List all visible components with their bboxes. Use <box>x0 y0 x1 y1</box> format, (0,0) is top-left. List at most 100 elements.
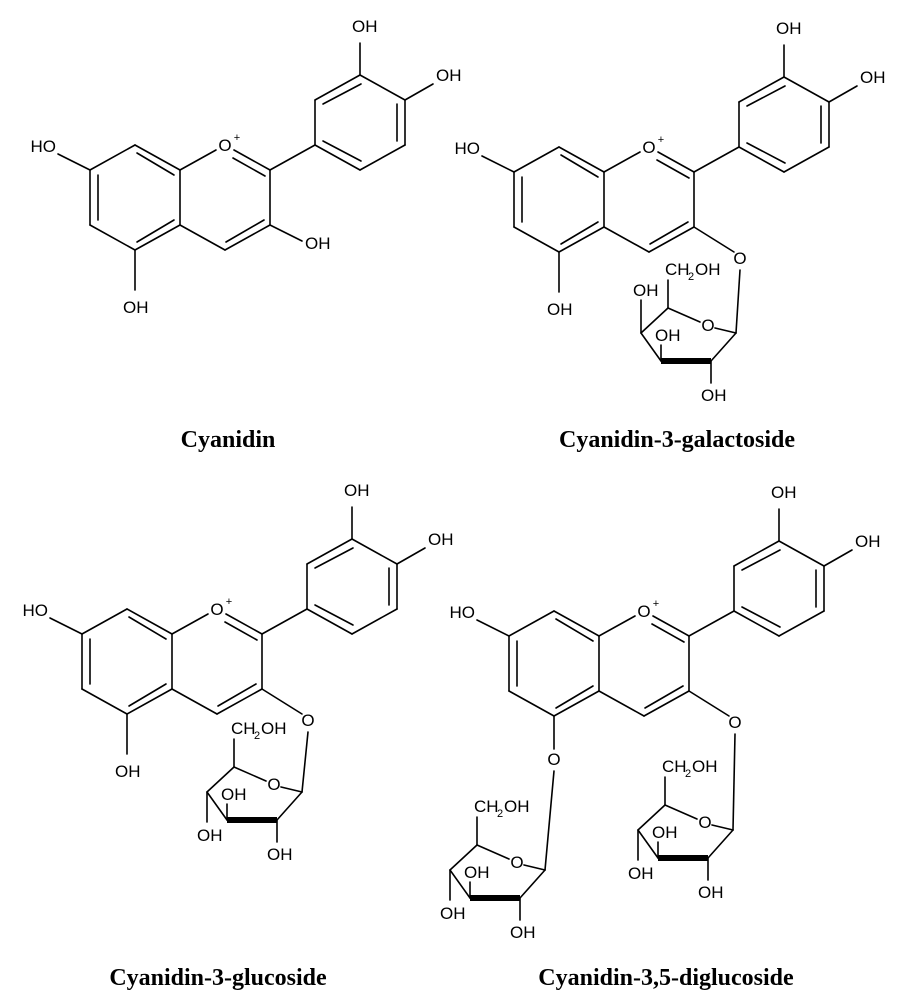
bond <box>134 224 181 251</box>
cation-charge: + <box>658 134 664 146</box>
ch2oh-hydroxyl: OH <box>261 719 287 738</box>
bond <box>351 608 398 635</box>
ch2oh-subscript: 2 <box>254 730 260 742</box>
ch2oh-subscript: 2 <box>688 271 694 283</box>
bond <box>261 608 308 635</box>
bond <box>233 149 271 171</box>
bond <box>206 766 235 793</box>
bond <box>783 146 830 173</box>
ch2oh-subscript: 2 <box>685 768 691 780</box>
bond <box>269 224 303 242</box>
hydroxyl-c2: OH <box>510 923 536 942</box>
bond <box>224 621 258 641</box>
bond <box>640 332 662 362</box>
bond <box>598 690 645 717</box>
ring-oxygen: O <box>642 138 655 157</box>
bond <box>136 219 175 243</box>
bond <box>643 690 690 717</box>
bond <box>651 623 685 643</box>
bond <box>128 683 167 707</box>
bond <box>778 540 825 567</box>
bond <box>544 770 555 871</box>
hydroxyl-4prime: OH <box>436 66 462 85</box>
hydroxyl-4prime: OH <box>860 68 886 87</box>
bond <box>128 616 167 640</box>
bond <box>598 615 636 637</box>
ch2oh-label: CH <box>662 757 687 776</box>
bond <box>314 74 361 101</box>
glycosidic-oxygen-5: O <box>547 750 560 769</box>
bond <box>553 610 600 637</box>
bond <box>746 142 786 164</box>
hydroxyl-3prime: OH <box>776 19 802 38</box>
bond <box>171 613 209 635</box>
bond <box>707 829 734 859</box>
hydroxyl-c4: OH <box>197 826 223 845</box>
bond <box>741 549 781 571</box>
ring-oxygen: O <box>210 600 223 619</box>
bond <box>306 608 353 635</box>
ch2oh-hydroxyl: OH <box>692 757 718 776</box>
hydroxyl-7: HO <box>31 137 57 156</box>
bond <box>126 688 173 715</box>
hydroxyl-c3: OH <box>464 863 490 882</box>
bond <box>714 327 737 334</box>
bond <box>261 688 303 715</box>
bond <box>225 613 263 635</box>
bond <box>644 685 684 709</box>
bond <box>513 226 560 253</box>
bond <box>89 144 136 171</box>
bond <box>603 151 641 173</box>
hydroxyl-3prime: OH <box>771 483 797 502</box>
bond <box>732 733 736 831</box>
bond <box>828 85 858 103</box>
bond <box>710 332 737 362</box>
bond <box>171 688 218 715</box>
cation-charge: + <box>226 596 232 608</box>
hydroxyl-3: OH <box>305 234 331 253</box>
hydroxyl-7: HO <box>450 603 476 622</box>
bond <box>449 869 471 899</box>
bond <box>89 224 136 251</box>
hydroxyl-4prime: OH <box>428 530 454 549</box>
ch2oh-label: CH <box>231 719 256 738</box>
bond <box>735 269 741 334</box>
bond <box>404 83 434 101</box>
bond <box>269 144 316 171</box>
caption-cyanidin: Cyanidin <box>181 427 276 453</box>
bond <box>823 549 853 567</box>
bond <box>136 152 175 176</box>
bond <box>688 610 735 637</box>
bond <box>733 540 780 567</box>
bond <box>57 153 91 171</box>
bond <box>81 688 128 715</box>
bond <box>560 221 599 245</box>
bond <box>513 146 560 173</box>
bond <box>179 149 217 171</box>
glycosidic-oxygen-3: O <box>728 713 741 732</box>
bond <box>555 685 594 709</box>
bond <box>553 690 600 717</box>
caption-cyanidin-3-5-diglucoside: Cyanidin-3,5-diglucoside <box>538 965 794 991</box>
hydroxyl-c3: OH <box>655 326 681 345</box>
bond <box>649 221 689 245</box>
bond <box>560 154 599 178</box>
ring-oxygen: O <box>267 775 280 794</box>
bond <box>738 146 785 173</box>
bond <box>523 864 546 871</box>
bond <box>134 144 181 171</box>
ring-oxygen: O <box>637 602 650 621</box>
bond <box>359 144 406 171</box>
bond <box>637 829 659 859</box>
bond <box>49 617 83 635</box>
bond <box>555 618 594 642</box>
bond <box>314 604 354 626</box>
bond <box>126 608 173 635</box>
bond <box>224 224 271 251</box>
hydroxyl-3prime: OH <box>344 481 370 500</box>
bond <box>746 85 786 107</box>
hydroxyl-7: HO <box>455 139 481 158</box>
